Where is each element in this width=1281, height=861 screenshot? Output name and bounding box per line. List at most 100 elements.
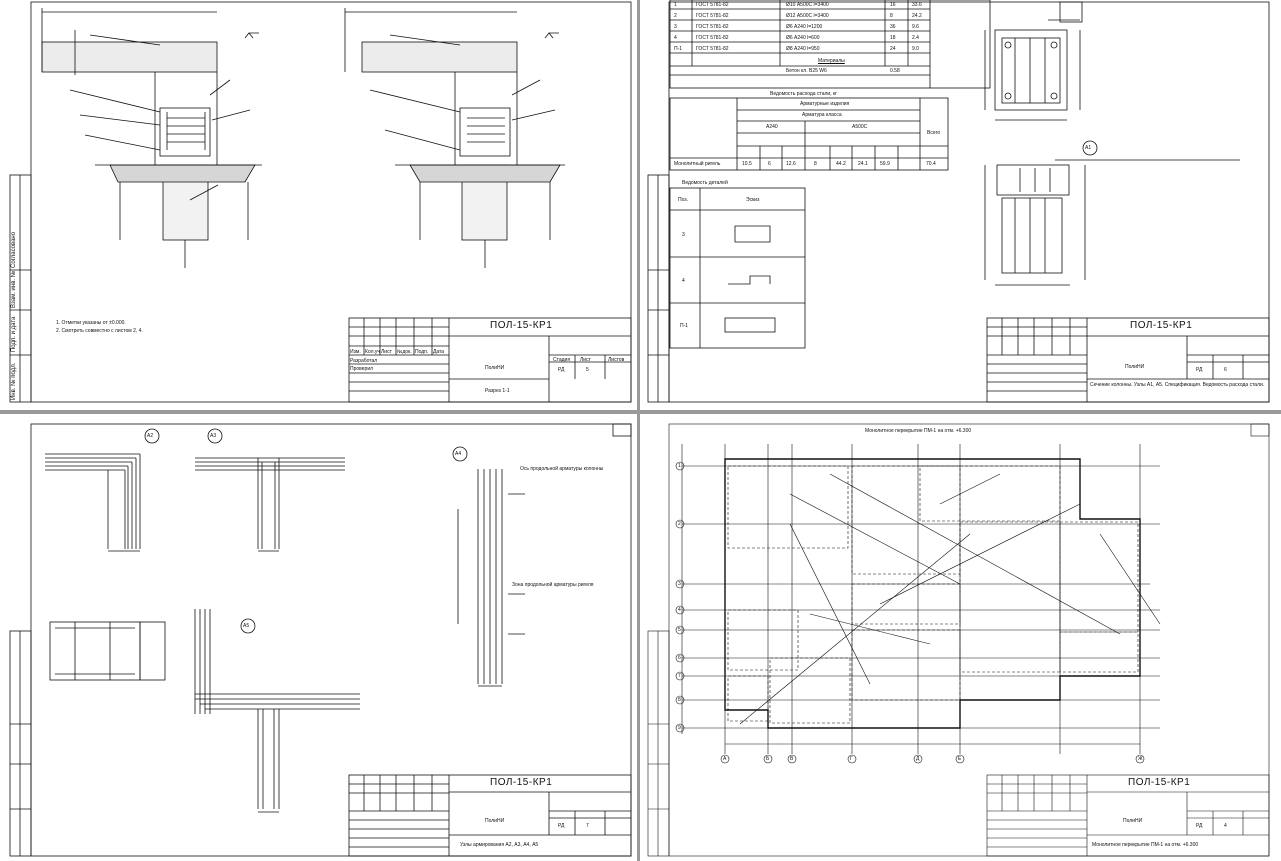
axis-row-label: 4 <box>678 607 681 613</box>
stamp-stage: РД <box>558 823 565 829</box>
steel-value: 8 <box>814 161 817 167</box>
spec-concrete: Бетон кл. В25 W6 <box>786 68 827 74</box>
stamp-sheets-label: Листов <box>608 357 625 363</box>
stamp-izm: Изм. <box>350 349 361 355</box>
axis-col-label: Б <box>766 756 770 762</box>
spec-doc: ГОСТ 5781-82 <box>696 35 729 41</box>
stamp-org: ПолиНИ <box>1125 364 1145 370</box>
drawing-sheet-top-left[interactable]: Согласовано Взам. инв. № Подп. и дата Ин… <box>0 0 637 410</box>
stamp-prov: Проверил <box>350 366 374 372</box>
spec-mass: 9.0 <box>912 46 919 52</box>
steel-value: 10.5 <box>742 161 752 167</box>
spec-mass: 2.4 <box>912 35 919 41</box>
stamp-sheet-no: 4 <box>1224 823 1227 829</box>
stamp-sheet-no: 6 <box>1224 367 1227 373</box>
drawing-sheet-bottom-left[interactable]: А2 А3 А4 А5 Ось продольной арматуры коло… <box>0 414 637 861</box>
stamp-org: ПолиНИ <box>1123 818 1143 824</box>
spec-doc: ГОСТ 5781-82 <box>696 46 729 52</box>
note-a4: Ось продольной арматуры колонны <box>520 466 604 472</box>
sheet-title: Разрез 1-1 <box>485 388 510 394</box>
spec-pos: 2 <box>674 13 677 19</box>
spec-name: Ø6 А240 l=1200 <box>786 24 823 30</box>
axis-row-label: 3 <box>678 581 681 587</box>
sheet-gap-horizontal <box>0 410 1281 414</box>
node-label-a4: А4 <box>455 451 462 457</box>
side-label-replace: Взам. инв. № <box>11 270 17 308</box>
stamp-ndok: №док. <box>397 349 412 355</box>
spec-name: Ø6 А240 l=600 <box>786 35 820 41</box>
stamp-org: ПолиНИ <box>485 365 505 371</box>
sheet-title: Узлы армирования А2, А3, А4, А5 <box>460 842 539 848</box>
spec-doc: ГОСТ 5781-82 <box>696 13 729 19</box>
stamp-stage: РД <box>558 367 565 373</box>
node-label-a3: А3 <box>210 433 217 439</box>
detail-pos: 4 <box>682 278 685 284</box>
spec-materials: Материалы <box>818 58 845 64</box>
stamp-sheet-no: 5 <box>586 367 589 373</box>
doc-code: ПОЛ-15-КР1 <box>490 320 553 331</box>
stamp-kol: Кол.уч <box>365 349 380 355</box>
spec-pos: 1 <box>674 2 677 8</box>
spec-pos: 4 <box>674 35 677 41</box>
stamp-org: ПолиНИ <box>485 818 505 824</box>
spec-qty: 24 <box>890 46 896 52</box>
axis-row-label: 8 <box>678 697 681 703</box>
detail-title: Ведомость деталей <box>682 180 728 186</box>
detail-pos: П-1 <box>680 323 689 329</box>
detail-col-pos: Поз. <box>678 197 688 203</box>
axis-row-label: 6 <box>678 655 681 661</box>
spec-concrete-vol: 0.58 <box>890 68 900 74</box>
note-1: 1. Отметки указаны от ±0.000. <box>56 320 126 326</box>
drawing-sheet-top-right[interactable]: 1 ГОСТ 5781-82 Ø10 А500С l=3400 16 33.6 … <box>640 0 1281 410</box>
spec-qty: 16 <box>890 2 896 8</box>
node-label-a1: А1 <box>1085 145 1092 151</box>
steel-a500: А500С <box>852 124 868 130</box>
stamp-sheet-label: Лист <box>580 357 591 363</box>
steel-total: Всего <box>927 130 941 136</box>
doc-code: ПОЛ-15-КР1 <box>490 777 553 788</box>
axis-row-label: 1 <box>678 463 681 469</box>
axis-col-label: В <box>790 756 794 762</box>
drawing-sheet-bottom-right[interactable]: Монолитное перекрытие ПМ-1 на отм. +6.30… <box>640 414 1281 861</box>
doc-code: ПОЛ-15-КР1 <box>1130 320 1193 331</box>
sheet-title: Сечение колонны. Узлы А1, А5. Спецификац… <box>1090 382 1265 388</box>
spec-mass: 33.6 <box>912 2 922 8</box>
spec-pos: П-1 <box>674 46 683 52</box>
side-label-sign: Подп. и дата <box>11 316 17 352</box>
axis-col-label: А <box>723 756 727 762</box>
plan-title: Монолитное перекрытие ПМ-1 на отм. +6.30… <box>865 428 972 434</box>
nodes-drawing <box>9 423 632 857</box>
detail-col-sketch: Эскиз <box>746 197 760 203</box>
sheet-title: Монолитное перекрытие ПМ-1 на отм. +6.30… <box>1092 842 1199 848</box>
steel-a240: А240 <box>766 124 778 130</box>
stamp-stage: РД <box>1196 367 1203 373</box>
spec-doc: ГОСТ 5781-82 <box>696 24 729 30</box>
axis-col-label: Е <box>958 756 962 762</box>
floor-plan-drawing <box>647 423 1270 857</box>
stamp-data: Дата <box>433 349 445 355</box>
note-2: 2. Смотреть совместно с листом 2, 4. <box>56 328 143 334</box>
steel-row-label: Монолитный ригель <box>674 161 721 167</box>
axis-col-label: Д <box>916 756 920 762</box>
side-label-inv: Инв. № подл. <box>11 362 17 400</box>
axis-col-label: Ж <box>1138 756 1143 762</box>
steel-group: Арматурные изделия <box>800 101 850 107</box>
stamp-sheet-no: 7 <box>586 823 589 829</box>
doc-code: ПОЛ-15-КР1 <box>1128 777 1191 788</box>
spec-doc: ГОСТ 5781-82 <box>696 2 729 8</box>
axis-row-label: 7 <box>678 673 681 679</box>
steel-sub: Арматура класса <box>802 112 842 118</box>
steel-value: 12.6 <box>786 161 796 167</box>
steel-value: 24.1 <box>858 161 868 167</box>
steel-value: 44.2 <box>836 161 846 167</box>
spec-pos: 3 <box>674 24 677 30</box>
spec-qty: 8 <box>890 13 893 19</box>
steel-value: 6 <box>768 161 771 167</box>
side-label-agreed: Согласовано <box>11 231 17 268</box>
stamp-razrab: Разработал <box>350 358 378 364</box>
node-label-a5: А5 <box>243 623 250 629</box>
stamp-stage: РД <box>1196 823 1203 829</box>
axis-col-label: Г <box>850 756 853 762</box>
sheet-gap-vertical <box>637 0 640 861</box>
detail-pos: 3 <box>682 232 685 238</box>
